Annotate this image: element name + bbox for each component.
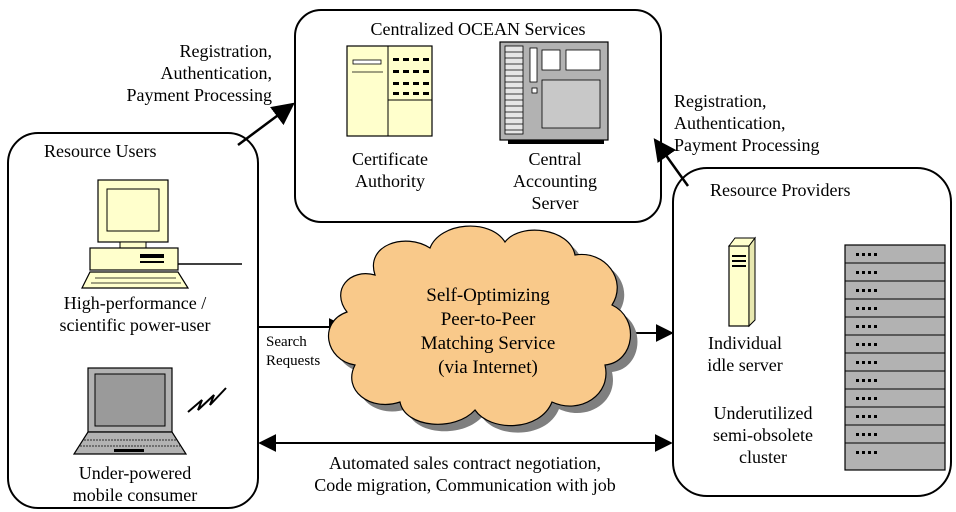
desktop-computer-icon [81,179,242,289]
idle-server-label: Individual idle server [707,333,783,375]
resource-users-box [7,132,259,509]
cloud-body [328,225,632,427]
reg-arrow-left [237,102,295,147]
certificate-authority-icon [346,45,433,137]
accounting-server-label: Central Accounting Server [513,149,597,213]
resource-providers-title: Resource Providers [710,180,851,200]
reg-label-left: Registration, Authentication, Payment Pr… [126,41,273,105]
rack-cluster-icon [844,244,946,471]
reg-arrow-right [653,138,690,187]
wireless-signal-icon [187,387,227,413]
bottom-arrow-label: Automated sales contract negotiation, Co… [314,453,616,495]
ocean-services-title: Centralized OCEAN Services [370,19,586,39]
reg-label-right: Registration, Authentication, Payment Pr… [674,91,820,155]
accounting-server-icon [499,41,609,144]
mobile-consumer-label: Under-powered mobile consumer [72,463,198,505]
cloud-label: Self-Optimizing Peer-to-Peer Matching Se… [420,285,556,378]
resource-users-title: Resource Users [44,141,157,161]
cluster-label: Underutilized semi-obsolete cluster [713,403,813,467]
search-requests-label: Search Requests [266,334,321,369]
tower-server-icon [728,236,756,328]
laptop-icon [72,367,188,455]
power-user-label: High-performance / scientific power-user [59,293,211,335]
certificate-authority-label: Certificate Authority [352,149,428,191]
